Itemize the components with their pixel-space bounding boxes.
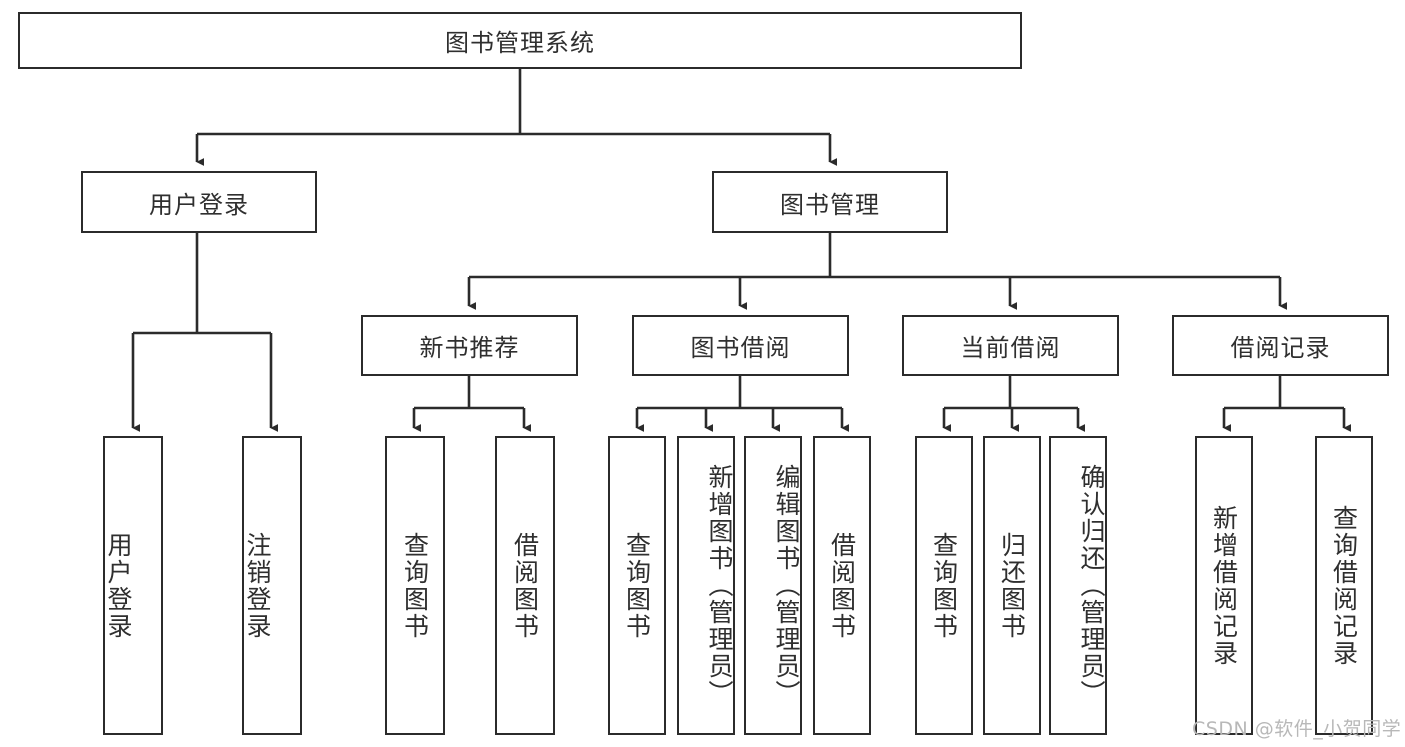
leaf-return-book[interactable]: 归还图书 [983,436,1041,735]
leaf-edit-book-admin[interactable]: 编辑图书（管理员） [744,436,802,735]
node-current-borrow[interactable]: 当前借阅 [902,315,1119,376]
node-label: 图书管理 [780,190,880,219]
node-label: 图书借阅 [690,334,791,362]
node-book-management[interactable]: 图书管理 [712,171,948,233]
leaf-user-login[interactable]: 用户登录 [103,436,163,735]
csdn-watermark: CSDN @软件_小贺同学 [1192,718,1402,740]
node-label: 查询图书 [400,531,430,640]
leaf-query-book-recommend[interactable]: 查询图书 [385,436,445,735]
node-label: 确认归还（管理员） [1077,464,1106,707]
node-label: 借阅记录 [1230,334,1331,362]
node-book-borrow[interactable]: 图书借阅 [632,315,849,376]
node-borrow-record[interactable]: 借阅记录 [1172,315,1389,376]
node-label: 用户登录 [149,190,249,219]
leaf-borrow-book-recommend[interactable]: 借阅图书 [495,436,555,735]
leaf-query-book-current[interactable]: 查询图书 [915,436,973,735]
node-root-system[interactable]: 图书管理系统 [18,12,1022,69]
node-label: 注销登录 [243,531,272,640]
leaf-query-borrow-record[interactable]: 查询借阅记录 [1315,436,1373,735]
leaf-confirm-return-admin[interactable]: 确认归还（管理员） [1049,436,1107,735]
node-label: 归还图书 [997,531,1027,640]
node-new-book-recommend[interactable]: 新书推荐 [361,315,578,376]
node-label: 查询图书 [929,531,959,640]
leaf-add-borrow-record[interactable]: 新增借阅记录 [1195,436,1253,735]
node-label: 新书推荐 [419,334,520,362]
leaf-add-book-admin[interactable]: 新增图书（管理员） [677,436,735,735]
node-label: 图书管理系统 [445,29,595,57]
node-user-login[interactable]: 用户登录 [81,171,317,233]
node-label: 借阅图书 [827,531,857,640]
node-label: 新增借阅记录 [1209,504,1239,667]
node-label: 当前借阅 [960,334,1061,362]
node-label: 借阅图书 [510,531,540,640]
node-label: 用户登录 [104,531,133,640]
node-label: 编辑图书（管理员） [772,464,801,707]
leaf-user-logout[interactable]: 注销登录 [242,436,302,735]
node-label: 查询借阅记录 [1329,504,1359,667]
leaf-borrow-book[interactable]: 借阅图书 [813,436,871,735]
node-label: 新增图书（管理员） [705,464,734,707]
node-label: 查询图书 [622,531,652,640]
leaf-query-book-borrow[interactable]: 查询图书 [608,436,666,735]
